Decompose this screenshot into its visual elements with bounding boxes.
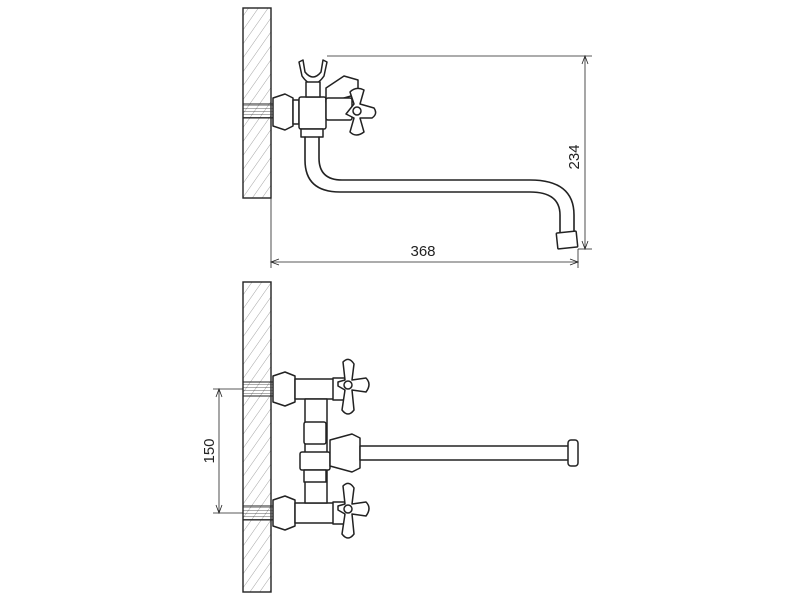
diverter-housing <box>303 421 327 445</box>
shower-holder <box>298 59 328 85</box>
wall-nut <box>272 93 294 131</box>
lower-wall-nut <box>272 495 296 531</box>
spout-pipe-outer <box>304 136 561 236</box>
spout-nut <box>329 433 361 473</box>
front-spout-end <box>567 439 579 467</box>
body-ring <box>300 128 324 138</box>
wall-thread-top <box>242 103 274 119</box>
mixer-body <box>298 96 327 130</box>
upper-wall-nut <box>272 371 296 407</box>
wall-thread-upper <box>242 381 274 397</box>
width-dimension-label: 368 <box>410 243 435 260</box>
front-view: 150 <box>201 281 579 593</box>
holder-stem <box>305 81 321 98</box>
spout-pipe-inner <box>318 136 575 236</box>
connector-nut <box>292 99 300 125</box>
upper-cross-handle <box>337 358 370 415</box>
lower-cross-handle <box>337 482 370 539</box>
handle-center <box>352 106 362 116</box>
spout-aerator <box>555 230 579 250</box>
front-spout-pipe <box>359 445 571 461</box>
spacing-dimension-label: 150 <box>201 438 218 463</box>
front-mixer-body <box>304 398 328 504</box>
valve-cap <box>325 97 353 121</box>
wall-section-bottom <box>242 281 272 593</box>
wall-thread-lower <box>242 505 274 521</box>
height-dimension-label: 234 <box>566 144 583 169</box>
wall-section-top <box>242 7 272 199</box>
side-view: 234 368 <box>242 7 592 268</box>
